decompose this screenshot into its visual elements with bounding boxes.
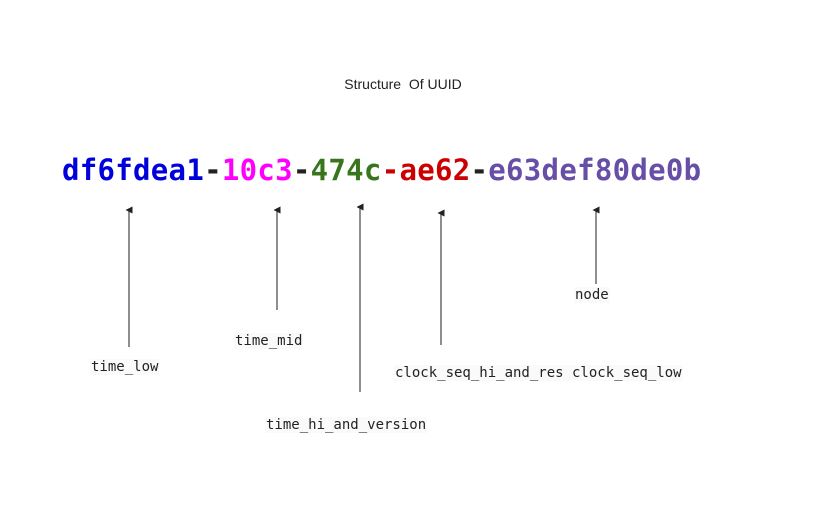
label-time-low: time_low bbox=[90, 359, 160, 375]
uuid-node: e63def80de0b bbox=[488, 153, 702, 187]
diagram-title: Structure Of UUID bbox=[344, 76, 462, 92]
label-node: node bbox=[574, 287, 610, 303]
label-time-hi-and-version: time_hi_and_version bbox=[265, 417, 428, 433]
uuid-dash: - bbox=[292, 153, 311, 187]
uuid-string: df6fdea1-10c3-474c-ae62-e63def80de0b bbox=[62, 153, 701, 187]
uuid-time-hi-and-version: 474c bbox=[310, 153, 382, 187]
uuid-time-mid: 10c3 bbox=[221, 153, 293, 187]
label-time-mid: time_mid bbox=[234, 333, 304, 349]
label-clock-seq: clock_seq_hi_and_res clock_seq_low bbox=[394, 365, 683, 381]
uuid-dash: - bbox=[204, 153, 222, 187]
uuid-dash: - bbox=[470, 153, 489, 187]
uuid-clock-seq: -ae62 bbox=[381, 153, 471, 187]
uuid-time-low: df6fdea1 bbox=[62, 153, 205, 187]
